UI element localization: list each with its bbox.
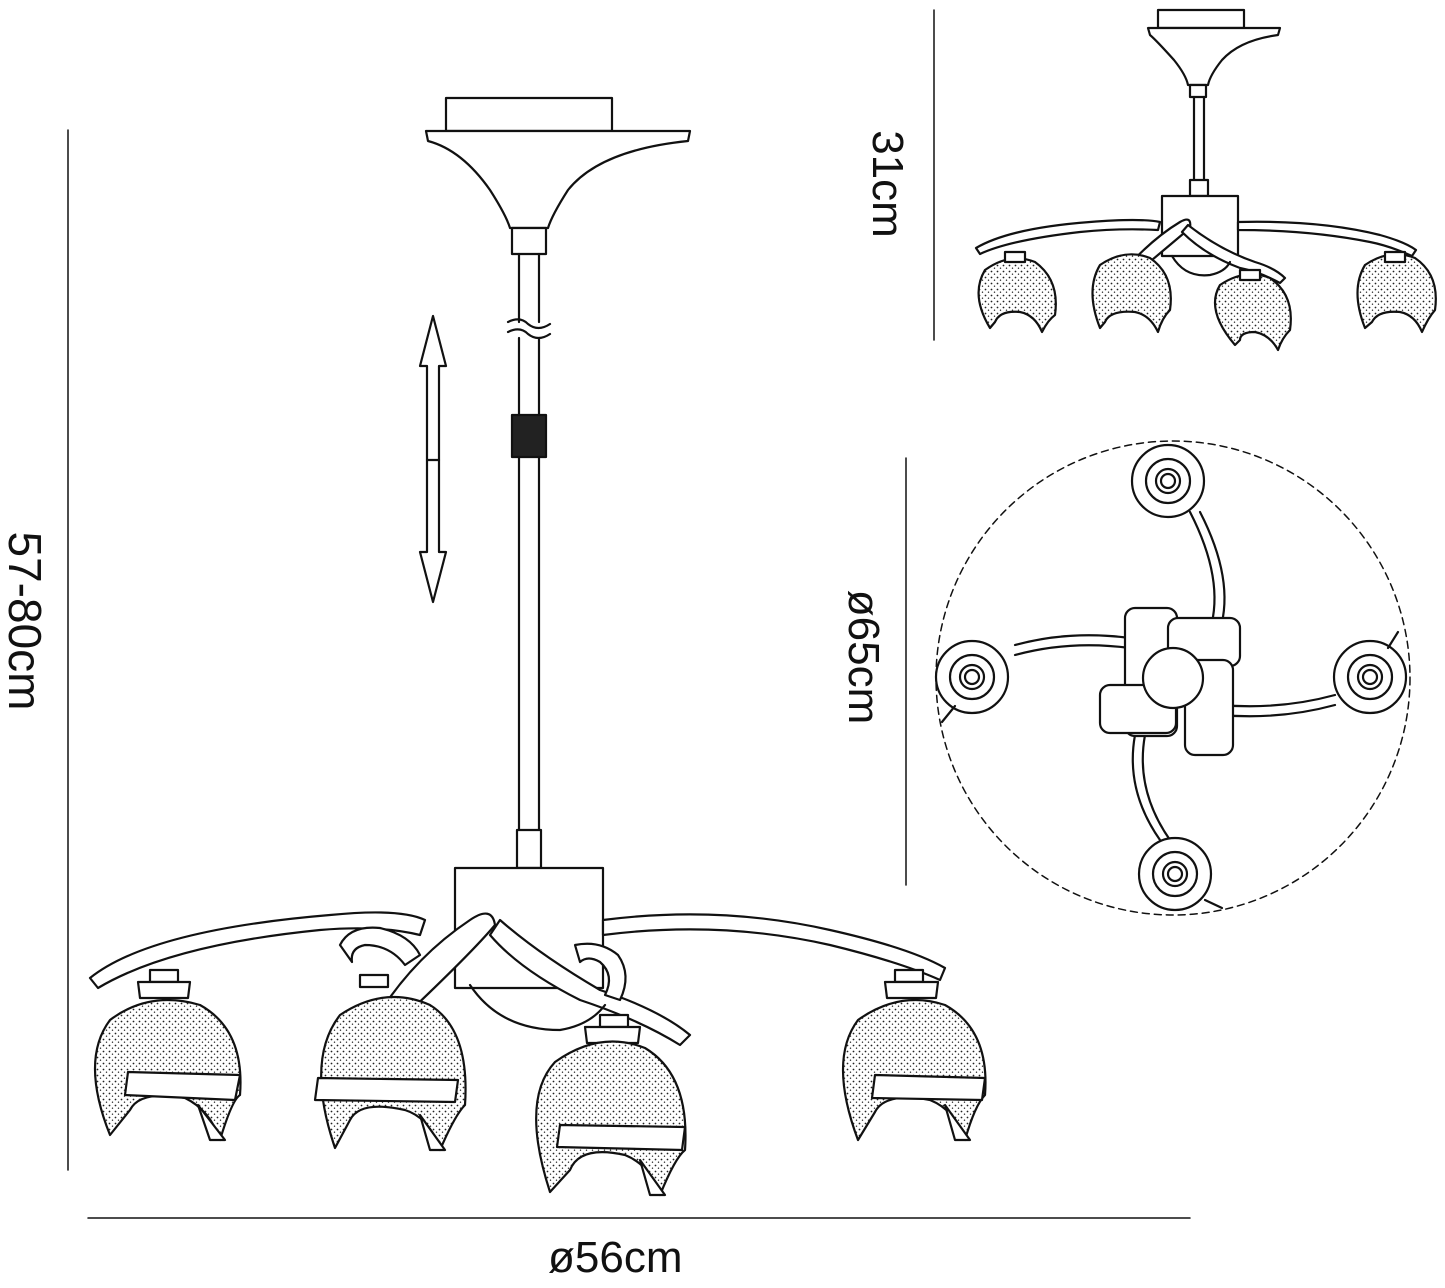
top-view-lamp (934, 443, 1408, 912)
lamp-shade-1 (93, 968, 242, 1142)
width-diameter-label: ø56cm (548, 1233, 683, 1282)
top-diameter-label: ø65cm (839, 589, 888, 725)
ceiling-canopy (424, 96, 692, 256)
suspension-rod (506, 252, 552, 870)
lamp-shade-2 (313, 973, 467, 1152)
height-range-label: 57-80cm (0, 531, 51, 711)
top-shade-east (1332, 630, 1408, 715)
side-view-lamp (974, 8, 1437, 352)
lamp-shade-3 (535, 1013, 687, 1197)
side-height-label: 31cm (863, 130, 912, 238)
top-shade-south (1137, 836, 1224, 912)
lamp-shade-4 (841, 968, 987, 1142)
cord-break-icon (506, 318, 552, 330)
top-shade-north (1130, 443, 1206, 519)
top-shade-west (934, 639, 1010, 724)
adjustable-height-arrow-icon (418, 314, 448, 604)
